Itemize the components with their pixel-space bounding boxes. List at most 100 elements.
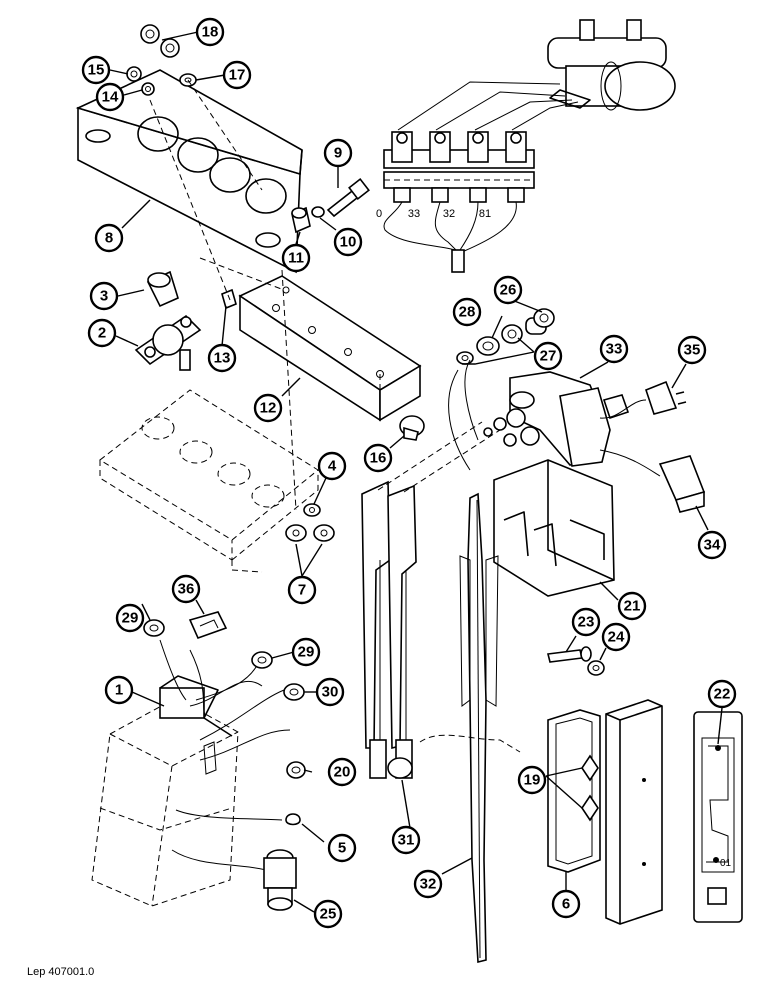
svg-text:29: 29 <box>122 610 139 627</box>
cable-bundle <box>159 639 291 873</box>
callout-8: 8 <box>94 223 124 253</box>
svg-text:18: 18 <box>202 24 219 41</box>
callout-36: 36 <box>171 574 201 604</box>
callout-4: 4 <box>317 451 347 481</box>
bolt-washer-lower <box>547 646 605 676</box>
svg-text:9: 9 <box>334 145 342 162</box>
callout-1: 1 <box>104 675 134 705</box>
switch-box-housing <box>91 675 239 907</box>
callout-7: 7 <box>287 575 317 605</box>
relay-module <box>599 449 706 513</box>
callout-30: 30 <box>315 677 345 707</box>
svg-text:36: 36 <box>178 581 195 598</box>
svg-text:32: 32 <box>420 876 437 893</box>
svg-text:22: 22 <box>714 686 731 703</box>
callout-14: 14 <box>95 82 125 112</box>
callout-3: 3 <box>89 281 119 311</box>
svg-text:10: 10 <box>340 234 357 251</box>
reference-code: Lep 407001.0 <box>27 966 94 978</box>
wire-harness-lower <box>383 201 517 273</box>
wire-label-33: 33 <box>408 208 420 220</box>
callout-11: 11 <box>281 243 311 273</box>
washer-set-switch <box>456 308 555 365</box>
svg-text:15: 15 <box>88 62 105 79</box>
dashboard-panel-outline <box>99 389 319 573</box>
switch-body-cover <box>605 699 663 925</box>
svg-text:5: 5 <box>338 840 346 857</box>
terminal-block <box>383 131 535 203</box>
svg-text:7: 7 <box>298 582 306 599</box>
switch-housing-bracket <box>493 459 615 597</box>
callout-2: 2 <box>87 318 117 348</box>
wiper-blade <box>419 492 521 964</box>
svg-text:20: 20 <box>334 764 351 781</box>
wiper-arm-assembly <box>361 421 501 779</box>
leader-lines <box>109 31 723 913</box>
switch-decal-panel <box>693 711 743 923</box>
callout-26: 26 <box>493 275 523 305</box>
lens-cover <box>547 709 601 873</box>
grommets-and-clips <box>143 611 306 826</box>
callout-22: 22 <box>707 679 737 709</box>
callout-21: 21 <box>617 591 647 621</box>
svg-text:8: 8 <box>105 230 113 247</box>
svg-text:29: 29 <box>298 644 315 661</box>
svg-text:28: 28 <box>459 304 476 321</box>
callout-15: 15 <box>81 55 111 85</box>
mounting-nuts <box>285 415 425 542</box>
assembly-guide-lines <box>149 79 381 511</box>
wire-label-32: 32 <box>443 208 455 220</box>
wire-label-0: 0 <box>376 208 382 220</box>
svg-text:19: 19 <box>524 772 541 789</box>
callout-19: 19 <box>517 765 547 795</box>
svg-text:26: 26 <box>500 282 517 299</box>
svg-text:23: 23 <box>578 614 595 631</box>
svg-text:35: 35 <box>684 342 701 359</box>
callout-23: 23 <box>571 607 601 637</box>
callout-13: 13 <box>207 343 237 373</box>
callout-34: 34 <box>697 530 727 560</box>
svg-text:27: 27 <box>540 348 557 365</box>
svg-text:33: 33 <box>606 341 623 358</box>
switch-mount-fitting <box>134 270 237 371</box>
connector-plug <box>599 380 687 419</box>
svg-text:6: 6 <box>562 896 570 913</box>
callout-5: 5 <box>327 833 357 863</box>
callout-29-right: 29 <box>291 637 321 667</box>
svg-text:1: 1 <box>115 682 123 699</box>
svg-text:14: 14 <box>102 89 119 106</box>
callout-31: 31 <box>391 825 421 855</box>
wiper-motor <box>547 19 676 111</box>
callout-33: 33 <box>599 334 629 364</box>
svg-text:11: 11 <box>288 250 304 267</box>
svg-text:16: 16 <box>370 450 387 467</box>
svg-text:25: 25 <box>320 906 337 923</box>
nut-and-washer-set <box>126 24 197 96</box>
callout-6: 6 <box>551 889 581 919</box>
callout-20: 20 <box>327 757 357 787</box>
switch-actuator <box>263 849 297 911</box>
callout-24: 24 <box>601 622 631 652</box>
svg-text:31: 31 <box>398 832 415 849</box>
svg-text:21: 21 <box>624 598 641 615</box>
svg-text:12: 12 <box>260 400 277 417</box>
wire-harness-upper <box>397 81 579 131</box>
callout-28: 28 <box>452 297 482 327</box>
callout-25: 25 <box>313 899 343 929</box>
svg-text:24: 24 <box>608 629 625 646</box>
bolt-washer-spacer <box>291 178 370 234</box>
svg-text:30: 30 <box>322 684 339 701</box>
callout-16: 16 <box>363 443 393 473</box>
switch-ref-text: 01 <box>720 858 732 869</box>
switch-guide-curves <box>448 359 479 471</box>
callout-29-left: 29 <box>115 603 145 633</box>
callout-27: 27 <box>533 341 563 371</box>
svg-text:2: 2 <box>98 325 106 342</box>
callout-17: 17 <box>222 60 252 90</box>
callout-10: 10 <box>333 227 363 257</box>
svg-text:34: 34 <box>704 537 721 554</box>
callout-32: 32 <box>413 869 443 899</box>
callout-12: 12 <box>253 393 283 423</box>
switch-plate <box>238 275 422 422</box>
